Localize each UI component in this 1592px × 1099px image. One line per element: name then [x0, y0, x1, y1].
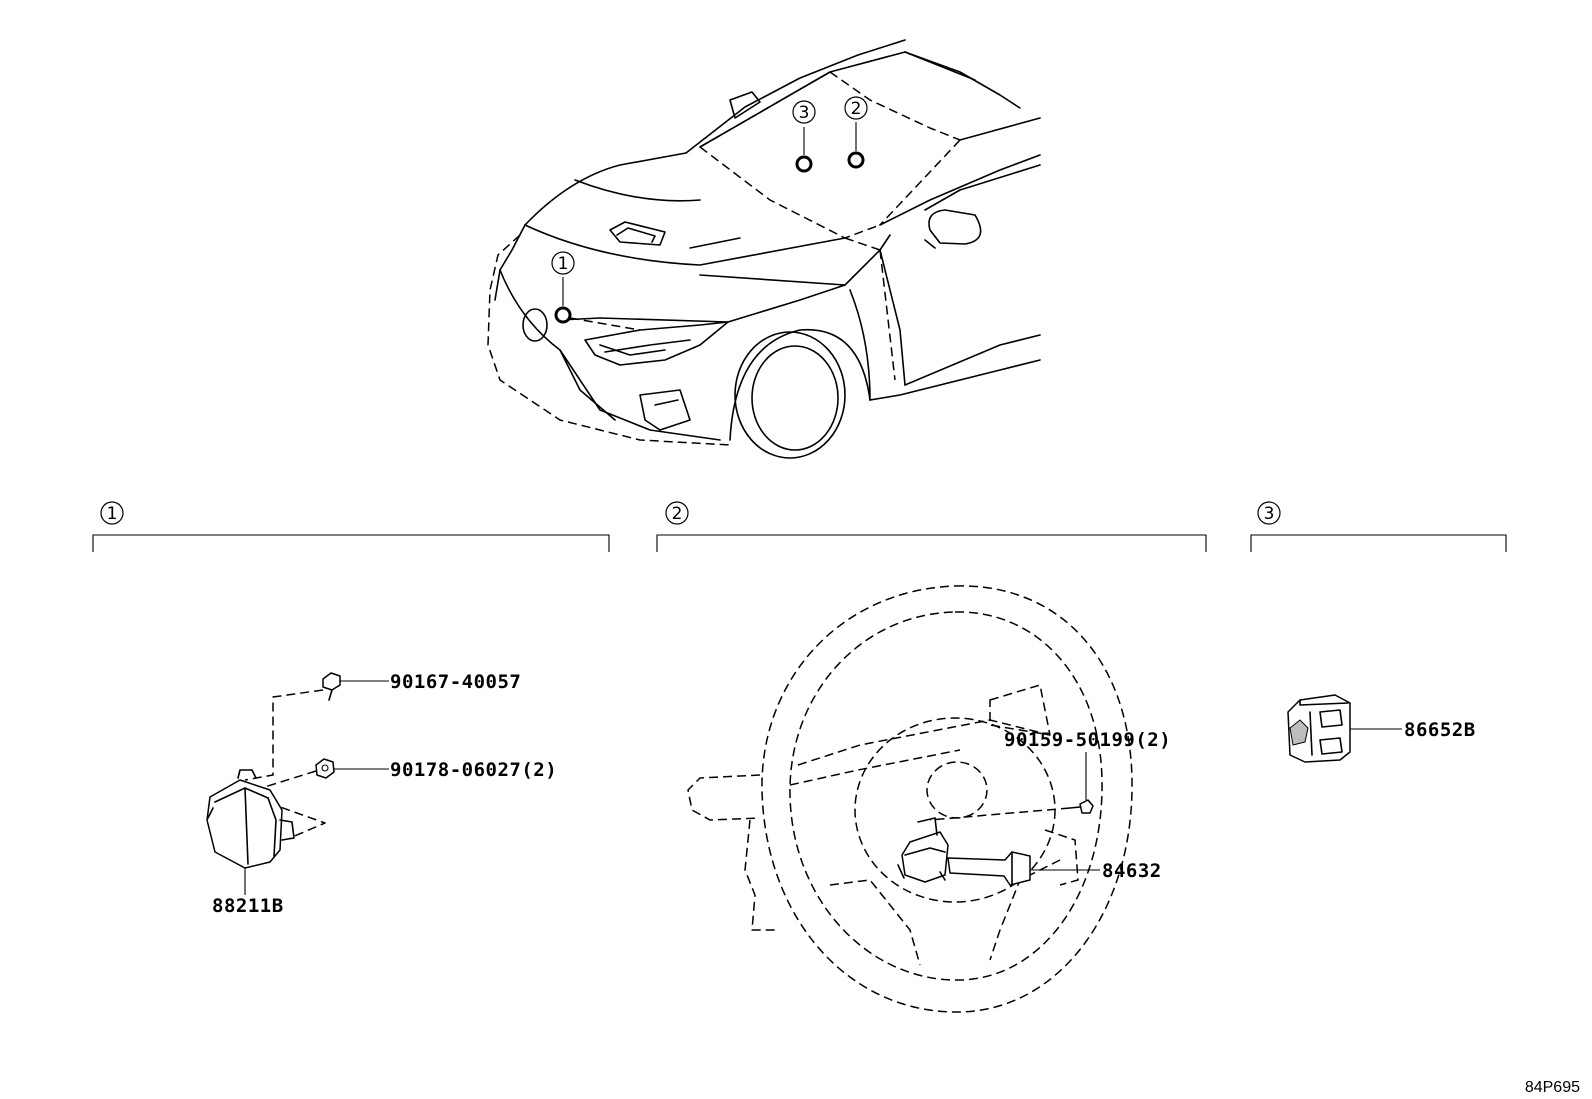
radar-sensor-assembly [206, 672, 389, 895]
callout-2-overview-label: 2 [851, 99, 862, 119]
callout-3-overview-label: 3 [799, 103, 810, 123]
part-number-90159-50199: 90159-50199(2) [1004, 729, 1171, 751]
steering-wheel-assembly [687, 585, 1133, 1013]
section-3-header: 3 [1250, 501, 1507, 552]
part-number-88211B: 88211B [212, 895, 284, 917]
forward-camera-assembly [1287, 694, 1402, 763]
callout-2-overview: 2 [844, 96, 868, 120]
part-number-86652B: 86652B [1404, 719, 1476, 741]
section-3-callout-label: 3 [1264, 504, 1275, 524]
callout-3-overview: 3 [792, 100, 816, 124]
callout-1-overview: 1 [551, 251, 575, 275]
part-number-90178-06027: 90178-06027(2) [390, 759, 557, 781]
diagram-reference-code: 84P695 [1525, 1079, 1580, 1096]
section-2-callout-label: 2 [672, 504, 683, 524]
callout-1-overview-label: 1 [558, 254, 569, 274]
section-2-header: 2 [656, 501, 1207, 552]
section-1-callout-label: 1 [107, 504, 118, 524]
part-number-90167-40057: 90167-40057 [390, 671, 521, 693]
car-overview-illustration [487, 39, 1041, 459]
section-1-header: 1 [92, 501, 610, 552]
part-number-84632: 84632 [1102, 860, 1162, 882]
